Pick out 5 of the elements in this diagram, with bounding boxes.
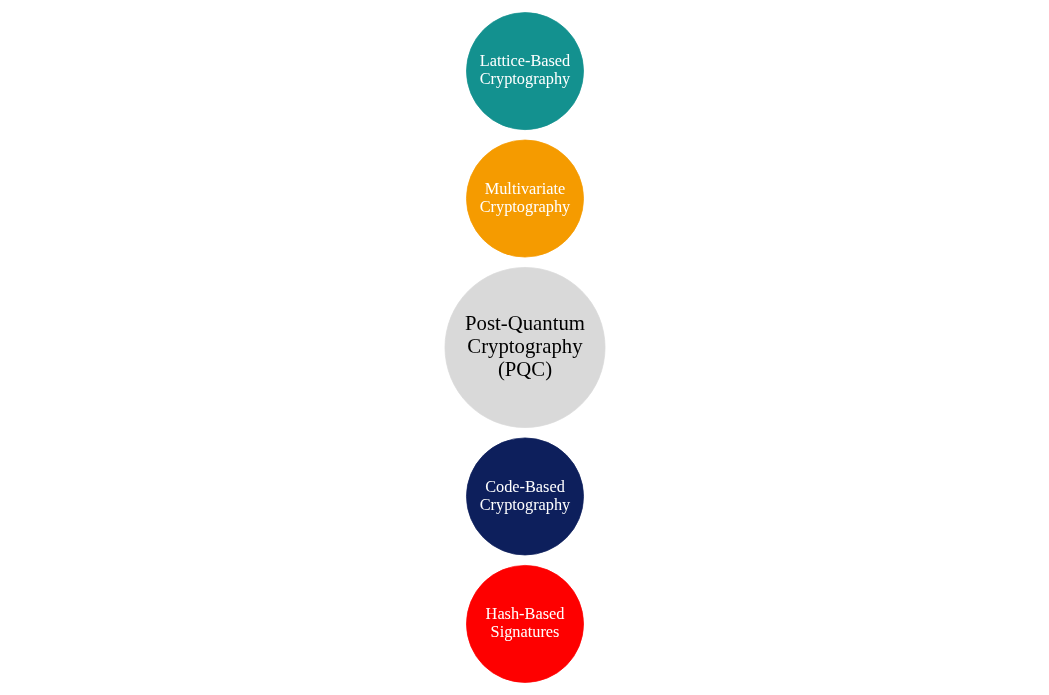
node-circle: Post-Quantum Cryptography (PQC): [444, 267, 605, 428]
node-circle: Lattice-Based Cryptography: [465, 12, 584, 130]
node-circle: Hash-Based Signatures: [465, 565, 584, 683]
node-circle: Code-Based Cryptography: [465, 437, 584, 556]
node-circle: Multivariate Cryptography: [465, 139, 584, 258]
